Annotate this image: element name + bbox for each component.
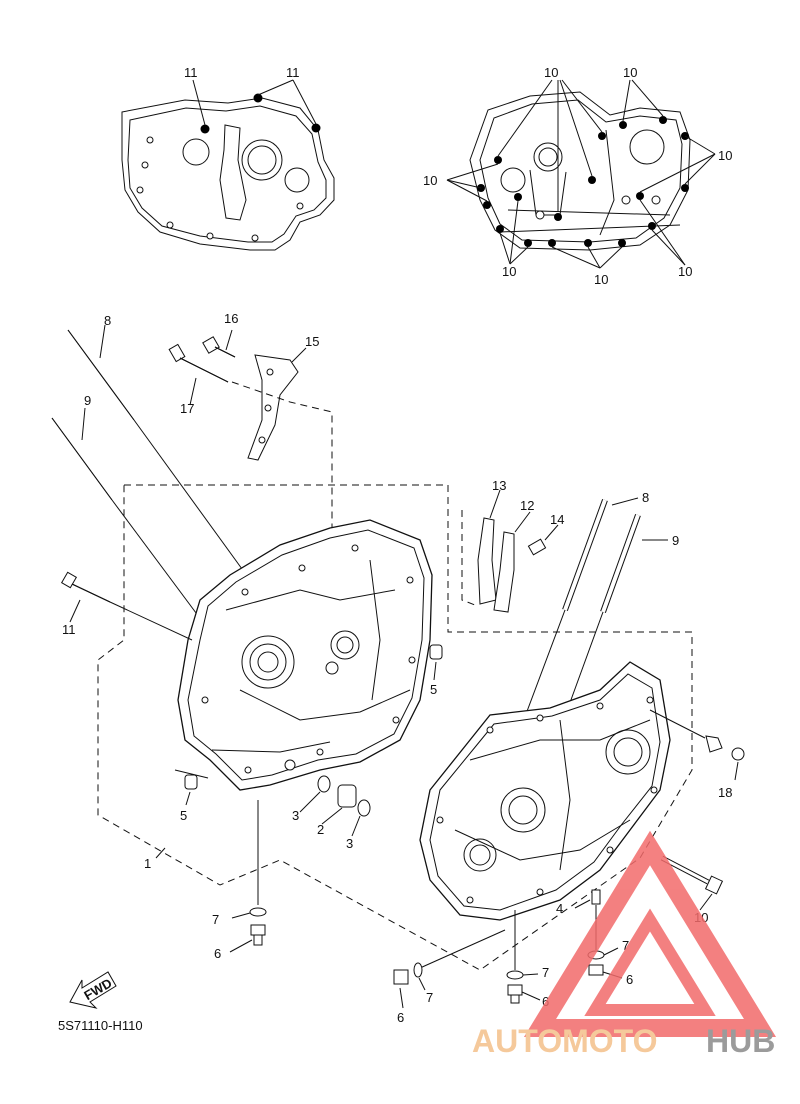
callout-8: 8 — [642, 490, 649, 505]
callout-3: 3 — [346, 836, 353, 851]
callout-10: 10 — [594, 272, 608, 287]
diagram-code: 5S71110-H110 — [58, 1018, 143, 1033]
callout-10: 10 — [678, 264, 692, 279]
callout-3: 3 — [292, 808, 299, 823]
callout-10: 10 — [423, 173, 437, 188]
callout-6: 6 — [542, 994, 549, 1009]
fwd-arrow-icon: FWD — [69, 971, 117, 1009]
callout-8: 8 — [104, 313, 111, 328]
callout-7: 7 — [212, 912, 219, 927]
right-small-parts — [574, 709, 745, 911]
callout-5: 5 — [430, 682, 437, 697]
callout-10: 10 — [623, 65, 637, 80]
callout-18: 18 — [718, 785, 732, 800]
callout-labels: 11 11 10 10 10 10 10 10 10 8 16 15 17 9 … — [62, 65, 732, 1025]
left-crankcase-bolt-pattern — [121, 79, 335, 251]
watermark-logo: AUTOMOTO HUB — [472, 830, 777, 1059]
callout-11: 11 — [62, 622, 76, 637]
left-crankcase-half — [177, 519, 433, 791]
right-crankcase-half — [419, 661, 671, 921]
callout-6: 6 — [626, 972, 633, 987]
callout-10: 10 — [718, 148, 732, 163]
callout-11: 11 — [286, 65, 300, 80]
callout-9: 9 — [84, 393, 91, 408]
callout-15: 15 — [305, 334, 319, 349]
watermark-word-2: HUB — [706, 1023, 775, 1059]
callout-13: 13 — [492, 478, 506, 493]
callout-16: 16 — [224, 311, 238, 326]
callout-12: 12 — [520, 498, 534, 513]
callout-5: 5 — [180, 808, 187, 823]
callout-4: 4 — [556, 901, 563, 916]
stud-bolts-left — [51, 324, 251, 626]
bracket-and-bolts — [168, 329, 333, 530]
callout-1: 1 — [144, 856, 151, 871]
callout-10: 10 — [544, 65, 558, 80]
seals-and-screw — [461, 489, 559, 613]
watermark-word-1: AUTOMOTO — [472, 1023, 657, 1059]
callout-10: 10 — [502, 264, 516, 279]
callout-2: 2 — [317, 822, 324, 837]
leader-part-1 — [155, 847, 166, 859]
callout-14: 14 — [550, 512, 564, 527]
right-crankcase-bolt-pattern — [446, 79, 716, 269]
callout-6: 6 — [397, 1010, 404, 1025]
callout-7: 7 — [622, 938, 629, 953]
crankcase-assembly-boundary — [97, 484, 693, 971]
bolt-11-left — [60, 571, 193, 641]
washers-and-drain-bolts — [229, 800, 623, 1009]
callout-11: 11 — [184, 65, 198, 80]
dowels-and-rings — [174, 644, 443, 837]
callout-17: 17 — [180, 401, 194, 416]
callout-6: 6 — [214, 946, 221, 961]
callout-7: 7 — [426, 990, 433, 1005]
callout-9: 9 — [672, 533, 679, 548]
callout-7: 7 — [542, 965, 549, 980]
